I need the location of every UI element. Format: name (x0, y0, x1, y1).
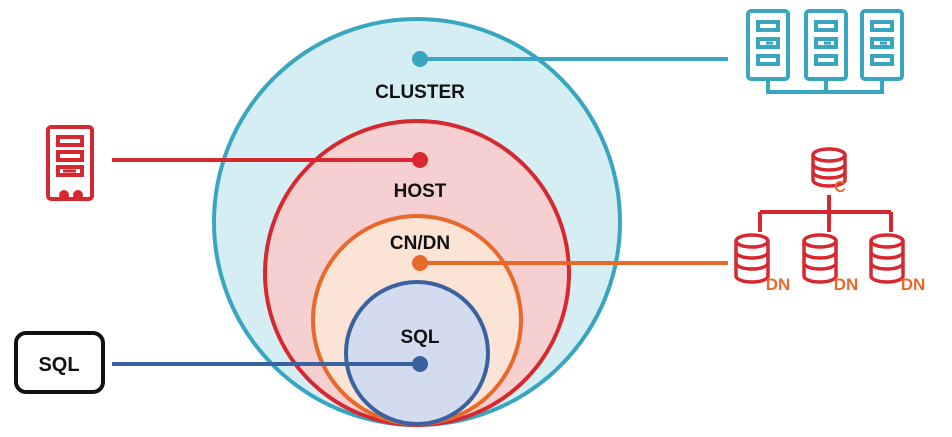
data-node-db-icon (802, 233, 838, 284)
server-rack-1 (746, 9, 790, 81)
server-tower-icon (46, 125, 94, 201)
host-dot (412, 152, 428, 168)
sql-box-label: SQL (38, 354, 79, 376)
data-node-label: DN (901, 275, 926, 294)
server-rack-3 (860, 9, 904, 81)
sql-label: SQL (400, 327, 439, 348)
coordinator-db-icon (811, 147, 847, 188)
data-node-label: DN (766, 275, 791, 294)
sql-box-icon: SQL (14, 331, 105, 394)
cndn-dot (412, 255, 428, 271)
coordinator-label: C (834, 179, 846, 196)
database-tree-icon: C DN DN DN (734, 147, 926, 294)
cluster-dot (412, 51, 428, 67)
sql-dot (412, 356, 428, 372)
host-label: HOST (394, 181, 447, 202)
data-node-db-icon (734, 233, 770, 284)
sql-circle (344, 280, 490, 426)
cluster-label: CLUSTER (375, 82, 465, 103)
cndn-label: CN/DN (390, 233, 450, 254)
data-node-label: DN (834, 275, 859, 294)
server-rack-cluster-icon (746, 9, 904, 94)
data-node-db-icon (869, 233, 905, 284)
server-rack-2 (804, 9, 848, 81)
